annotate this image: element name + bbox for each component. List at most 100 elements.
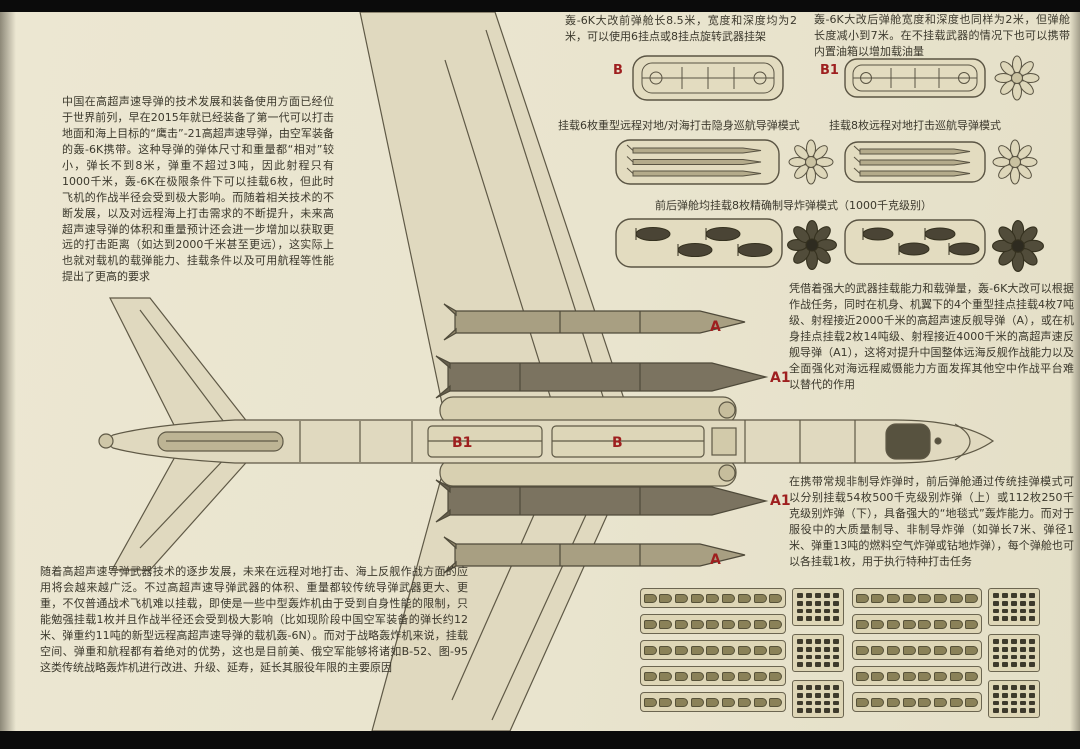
missile-a1-upper xyxy=(435,355,769,399)
bomb-icon xyxy=(722,645,736,655)
bomb-dot-icon xyxy=(1029,608,1035,614)
bomb-icon xyxy=(886,593,900,603)
bomb-grid-rack xyxy=(988,634,1040,672)
bay-with-eight-missiles-diagram xyxy=(844,141,986,183)
bomb-icon xyxy=(949,619,963,629)
bomb-icon xyxy=(643,619,657,629)
bomb-dot-icon xyxy=(993,685,999,690)
bomb-grid-rack xyxy=(988,588,1040,626)
bomb-icon xyxy=(722,619,736,629)
bomb-row-rack xyxy=(640,588,786,608)
bomb-dot-icon xyxy=(1020,600,1026,606)
aft-equipment-box xyxy=(711,427,737,456)
bomb-dot-icon xyxy=(1029,639,1035,644)
bomb-dot-icon xyxy=(806,616,812,621)
bomb-row-rack xyxy=(852,692,982,712)
bomb-icon xyxy=(659,593,673,603)
bomb-icon xyxy=(886,671,900,681)
bomb-dot-icon xyxy=(815,616,821,621)
bomb-icon xyxy=(643,645,657,655)
bomb-dot-icon xyxy=(806,662,812,667)
bomb-dot-icon xyxy=(1011,646,1017,652)
bomb-row-rack xyxy=(640,614,786,634)
bomb-dot-icon xyxy=(1002,685,1008,690)
bomb-dot-icon xyxy=(806,708,812,713)
bomb-dot-icon xyxy=(797,708,803,713)
caption-eight-missiles: 挂载8枚远程对地打击巡航导弹模式 xyxy=(829,119,1001,132)
missile-a1-lower xyxy=(435,479,769,523)
bomb-dot-icon xyxy=(1002,662,1008,667)
missile-a-upper xyxy=(443,303,746,341)
bomb-dot-icon xyxy=(833,608,839,614)
bay-with-bombs-diagram xyxy=(615,218,783,268)
bomb-dot-icon xyxy=(824,700,830,706)
bomb-icon xyxy=(706,645,720,655)
bomb-dot-icon xyxy=(815,692,821,698)
bomb-icon xyxy=(855,619,869,629)
bomb-icon xyxy=(855,645,869,655)
bomb-dot-icon xyxy=(993,646,999,652)
bomb-icon xyxy=(675,671,689,681)
bomb-dot-icon xyxy=(1002,646,1008,652)
bomb-icon xyxy=(871,593,885,603)
bomb-dot-icon xyxy=(815,662,821,667)
bomb-icon xyxy=(886,619,900,629)
bomb-dot-icon xyxy=(1002,616,1008,621)
bomb-dot-icon xyxy=(833,639,839,644)
bomb-icon xyxy=(949,645,963,655)
station-label-a1-upper: A1 xyxy=(770,370,791,386)
bomb-dot-icon xyxy=(824,646,830,652)
bomb-dot-icon xyxy=(797,692,803,698)
bomb-dot-icon xyxy=(815,654,821,660)
bomb-dot-icon xyxy=(1020,646,1026,652)
bomb-icon xyxy=(871,697,885,707)
bomb-icon xyxy=(690,697,704,707)
bay-with-six-missiles-diagram xyxy=(615,139,780,185)
bomb-dot-icon xyxy=(815,639,821,644)
bomb-icon xyxy=(769,671,783,681)
bomb-dot-icon xyxy=(797,639,803,644)
bomb-icon xyxy=(737,619,751,629)
bomb-icon xyxy=(965,697,979,707)
bomb-row-rack xyxy=(852,640,982,660)
bomb-dot-icon xyxy=(815,600,821,606)
bomb-icon xyxy=(690,593,704,603)
bomb-icon xyxy=(706,593,720,603)
bomb-dot-icon xyxy=(1002,708,1008,713)
bottom-black-bar xyxy=(0,731,1080,749)
bomb-icon xyxy=(933,645,947,655)
bomb-icon xyxy=(643,671,657,681)
bomb-row-rack xyxy=(852,666,982,686)
bomb-dot-icon xyxy=(797,646,803,652)
bomb-icon xyxy=(949,593,963,603)
outlook-paragraph: 随着高超声速导弹武器技术的逐步发展，未来在远程对地打击、海上反舰作战方面的应用将… xyxy=(40,565,468,674)
bay-b1-label: B1 xyxy=(820,63,839,78)
bomb-dot-icon xyxy=(1020,685,1026,690)
bomb-icon xyxy=(706,697,720,707)
bomb-icon xyxy=(753,619,767,629)
bomb-dot-icon xyxy=(1011,593,1017,598)
bomb-dot-icon xyxy=(1002,593,1008,598)
bomb-dot-icon xyxy=(806,600,812,606)
bomb-dot-icon xyxy=(1029,692,1035,698)
bomb-icon xyxy=(690,671,704,681)
bomb-icon xyxy=(753,593,767,603)
bomb-icon xyxy=(918,697,932,707)
bomb-dot-icon xyxy=(797,616,803,621)
bomb-icon xyxy=(722,671,736,681)
bomb-dot-icon xyxy=(993,692,999,698)
bomb-dot-icon xyxy=(1020,708,1026,713)
bomb-icon xyxy=(659,645,673,655)
tail-turret xyxy=(98,433,114,449)
bomb-icon xyxy=(902,697,916,707)
top-black-bar xyxy=(0,0,1080,12)
bomb-icon xyxy=(965,593,979,603)
bomb-grid-rack xyxy=(792,680,844,718)
bomb-icon xyxy=(918,619,932,629)
bomb-icon xyxy=(965,619,979,629)
bomb-dot-icon xyxy=(1011,708,1017,713)
bomb-icon xyxy=(933,593,947,603)
bomb-dot-icon xyxy=(797,662,803,667)
bomb-dot-icon xyxy=(1020,616,1026,621)
bomb-dot-icon xyxy=(815,646,821,652)
